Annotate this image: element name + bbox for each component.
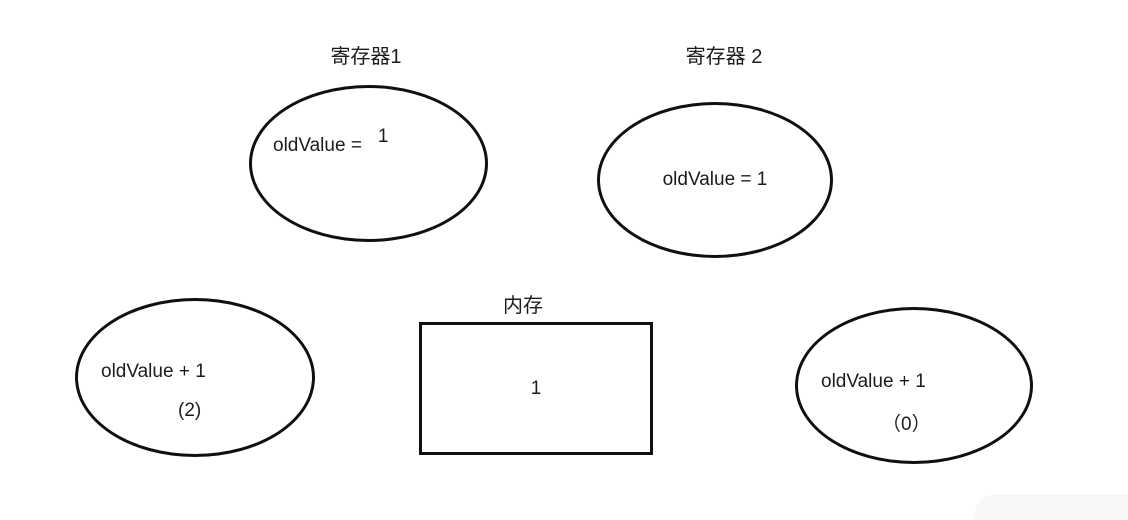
result-right-result: （0） [882, 414, 931, 435]
register2-value: oldValue = 1 [662, 169, 768, 190]
register1-value-number: 1 [377, 126, 389, 147]
register1-value: oldValue = 1 [273, 126, 389, 157]
result-left-expression: oldValue + 1 [101, 361, 206, 382]
memory-rect: 1 [419, 322, 653, 455]
register2-title: 寄存器 2 [685, 46, 763, 68]
memory-title: 内存 [503, 295, 543, 317]
result-right-ellipse: oldValue + 1 （0） [795, 307, 1033, 464]
corner-artifact [974, 494, 1128, 520]
register1-ellipse: oldValue = 1 [249, 85, 488, 242]
register1-title: 寄存器1 [330, 46, 402, 68]
result-left-result: (2) [178, 400, 202, 421]
result-right-expression: oldValue + 1 [821, 371, 926, 392]
memory-value: 1 [530, 377, 542, 399]
register1-value-prefix: oldValue = [273, 135, 362, 156]
register2-ellipse: oldValue = 1 [597, 102, 833, 258]
result-left-ellipse: oldValue + 1 (2) [75, 298, 315, 457]
